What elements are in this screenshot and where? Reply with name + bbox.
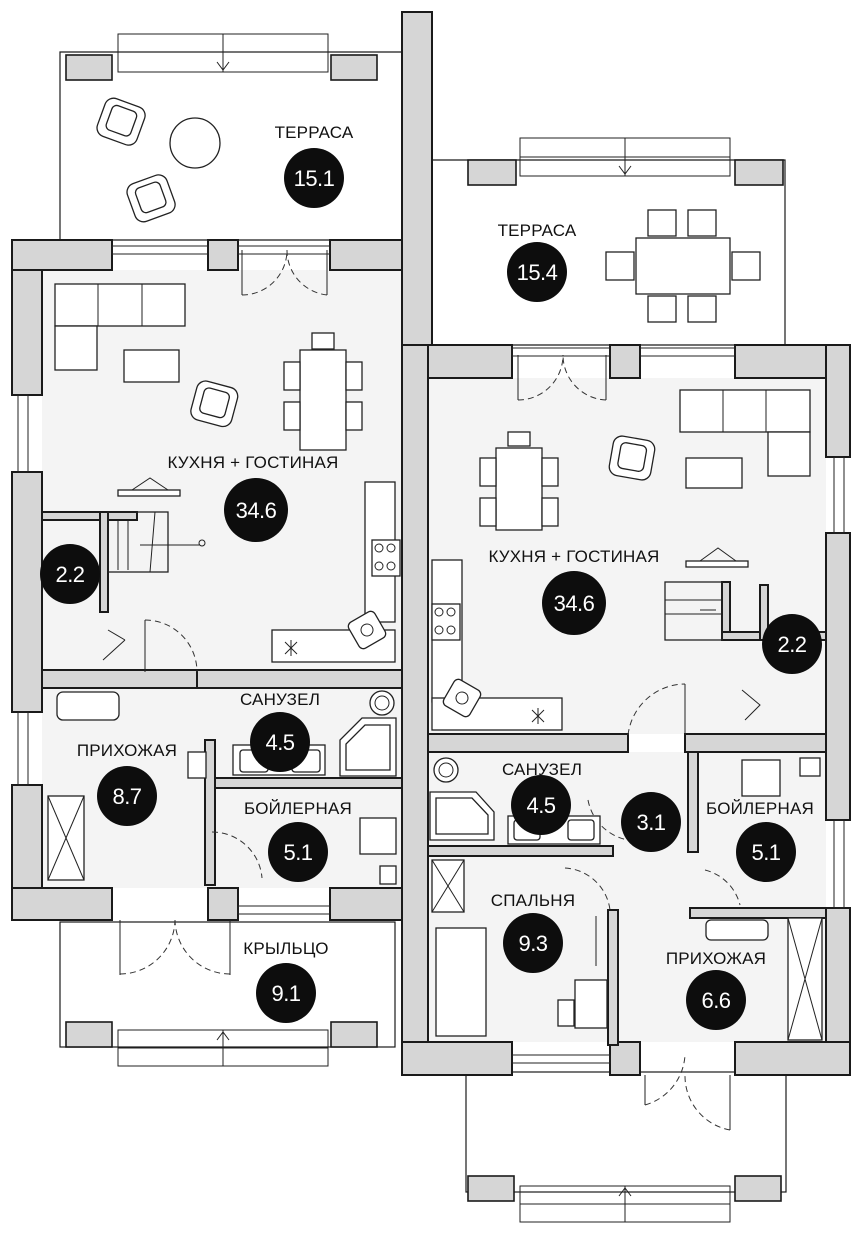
wall [204, 739, 216, 886]
area-value-bedroom-right: 9.3 [518, 931, 547, 956]
wall [207, 239, 239, 271]
wall [609, 344, 641, 379]
room-label-porch-left: КРЫЛЬЦО [243, 939, 328, 958]
room-label-terrace-left: ТЕРРАСА [275, 123, 354, 142]
wall [401, 11, 433, 353]
area-value-bathroom-left: 4.5 [265, 730, 294, 755]
wall [689, 907, 827, 919]
area-badge [256, 963, 316, 1023]
pillar [734, 1175, 782, 1202]
room-label-bathroom-right: САНУЗЕЛ [502, 760, 582, 779]
area-value-porch-left: 9.1 [271, 981, 300, 1006]
wall [401, 344, 429, 1076]
area-badge [503, 913, 563, 973]
pillar [467, 1175, 515, 1202]
area-badge [250, 712, 310, 772]
area-value-boiler-left: 5.1 [283, 840, 312, 865]
area-badge [284, 148, 344, 208]
room-label-bedroom-right: СПАЛЬНЯ [491, 891, 575, 910]
room-label-hallway-right: ПРИХОЖАЯ [666, 949, 766, 968]
room-label-terrace-right: ТЕРРАСА [498, 221, 577, 240]
area-value-kitchen-left: 34.6 [236, 498, 277, 523]
area-badge [97, 766, 157, 826]
area-badge [507, 242, 567, 302]
doors [119, 249, 741, 1131]
wall [99, 511, 109, 613]
wall [11, 471, 43, 713]
wall [607, 909, 619, 1046]
area-value-kitchen-right: 34.6 [554, 591, 595, 616]
area-value-boiler-right: 5.1 [751, 840, 780, 865]
area-badge [686, 970, 746, 1030]
pillar [734, 159, 784, 186]
terrace-furniture [96, 97, 761, 323]
area-value-terrace-right: 15.4 [517, 260, 558, 285]
right-unit-furniture [429, 389, 823, 1041]
wall [687, 751, 699, 853]
wall [825, 532, 851, 821]
wall [401, 1041, 513, 1076]
wall [41, 511, 138, 521]
area-value-terrace-left: 15.1 [294, 166, 335, 191]
area-badge [621, 792, 681, 852]
wall [684, 733, 827, 753]
pillar [330, 1021, 378, 1048]
labels: ТЕРРАСА 15.1 ТЕРРАСА 15.4 КУХНЯ + ГОСТИН… [40, 123, 822, 1030]
area-badge [542, 571, 606, 635]
room-label-hallway-left: ПРИХОЖАЯ [77, 741, 177, 760]
room-label-kitchen-left: КУХНЯ + ГОСТИНАЯ [167, 453, 338, 472]
area-value-hallway-left: 8.7 [112, 784, 141, 809]
wall [41, 669, 198, 689]
area-badge [762, 614, 822, 674]
wall [734, 1041, 851, 1076]
area-badge [40, 544, 100, 604]
area-value-storage-right: 2.2 [777, 632, 806, 657]
pillar [467, 159, 517, 186]
wall [427, 733, 629, 753]
wall [609, 1041, 641, 1076]
wall [11, 887, 113, 921]
wall [825, 344, 851, 458]
area-badge [511, 775, 571, 835]
walls [11, 11, 851, 1076]
area-value-bathroom-right: 4.5 [526, 793, 555, 818]
wall [11, 239, 113, 271]
room-label-boiler-left: БОЙЛЕРНАЯ [244, 799, 352, 818]
wall [207, 887, 239, 921]
area-badge [736, 822, 796, 882]
windows [17, 245, 845, 1064]
pillar [330, 54, 378, 81]
area-value-storage-left: 2.2 [55, 562, 84, 587]
pillar [65, 54, 113, 81]
wall [427, 845, 614, 857]
pillar [65, 1021, 113, 1048]
wall [329, 887, 403, 921]
wall [214, 777, 403, 789]
area-value-hallway-right: 6.6 [701, 988, 730, 1013]
area-value-corridor-right: 3.1 [636, 810, 665, 835]
area-badge [224, 478, 288, 542]
room-label-bathroom-left: САНУЗЕЛ [240, 690, 320, 709]
left-unit-furniture [47, 283, 401, 885]
room-label-kitchen-right: КУХНЯ + ГОСТИНАЯ [488, 547, 659, 566]
room-label-boiler-right: БОЙЛЕРНАЯ [706, 799, 814, 818]
wall [196, 669, 403, 689]
porch-right-area [465, 1071, 787, 1193]
area-badge [268, 822, 328, 882]
